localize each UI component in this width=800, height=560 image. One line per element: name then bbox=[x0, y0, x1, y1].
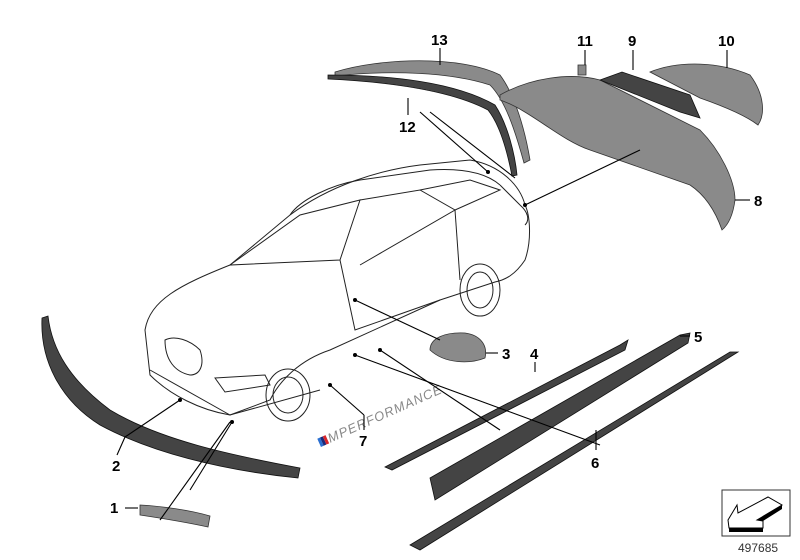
rear-spoiler-part bbox=[334, 60, 531, 164]
side-stripe-part bbox=[429, 332, 691, 501]
mirror-cap-part bbox=[429, 332, 487, 363]
leader-lines bbox=[116, 48, 750, 521]
reference-number: 497685 bbox=[738, 541, 778, 555]
callout-13: 13 bbox=[431, 32, 448, 49]
callout-3: 3 bbox=[502, 346, 510, 363]
badge-prefix: M bbox=[325, 427, 342, 446]
car-outline bbox=[144, 159, 530, 422]
callout-6: 6 bbox=[591, 455, 599, 472]
rear-diffuser-part bbox=[499, 76, 736, 231]
badge-stripe-navy bbox=[320, 436, 327, 446]
diffuser-trim-part bbox=[649, 63, 763, 126]
diffuser-insert-part bbox=[598, 71, 701, 119]
rear-spoiler-trim-part bbox=[327, 74, 518, 177]
callout-8: 8 bbox=[754, 193, 762, 210]
callout-7: 7 bbox=[359, 433, 367, 450]
callout-9: 9 bbox=[628, 33, 636, 50]
callout-10: 10 bbox=[718, 33, 735, 50]
callout-12: 12 bbox=[399, 119, 416, 136]
callout-4: 4 bbox=[530, 346, 539, 363]
navigation-arrow-button[interactable] bbox=[721, 489, 791, 537]
badge-text: PERFORMANCE bbox=[336, 381, 445, 440]
front-splitter-part bbox=[41, 315, 301, 479]
clip-part bbox=[577, 64, 587, 76]
badge-stripe-blue bbox=[317, 437, 324, 447]
callout-5: 5 bbox=[694, 329, 702, 346]
callout-2: 2 bbox=[112, 458, 120, 475]
callout-1: 1 bbox=[110, 500, 118, 517]
side-skirt-right-part bbox=[409, 351, 740, 551]
performance-badge: M PERFORMANCE bbox=[317, 381, 445, 447]
side-skirt-left-part bbox=[384, 339, 629, 471]
front-splitter-insert-part bbox=[139, 504, 211, 528]
badge-stripe-red bbox=[322, 435, 330, 445]
callout-11: 11 bbox=[577, 33, 593, 50]
